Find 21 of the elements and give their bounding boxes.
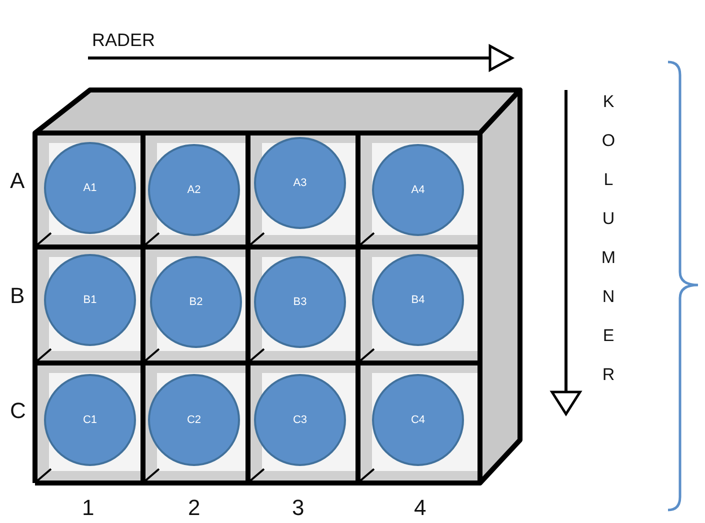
well-label: C1: [82, 414, 98, 426]
well-label: C2: [186, 414, 202, 426]
well-label: C4: [410, 414, 426, 426]
column-label: 4: [414, 495, 426, 521]
row-label: C: [10, 398, 26, 424]
well-label: B4: [411, 294, 425, 306]
column-label: 3: [292, 495, 304, 521]
well-label: A1: [83, 182, 97, 194]
well-label: A3: [293, 177, 307, 189]
well-label: B3: [293, 296, 307, 308]
row-label: B: [10, 283, 25, 309]
column-label: 2: [188, 495, 200, 521]
axis-title: RADER: [92, 30, 156, 51]
row-label: A: [10, 168, 25, 194]
column-label: 1: [82, 495, 94, 521]
well-label: A2: [187, 184, 201, 196]
axis-title: KOLUMNER: [598, 92, 618, 404]
well-label: B1: [83, 294, 97, 306]
well-label: B2: [189, 296, 203, 308]
well-label: C3: [292, 414, 308, 426]
well-label: A4: [411, 184, 425, 196]
